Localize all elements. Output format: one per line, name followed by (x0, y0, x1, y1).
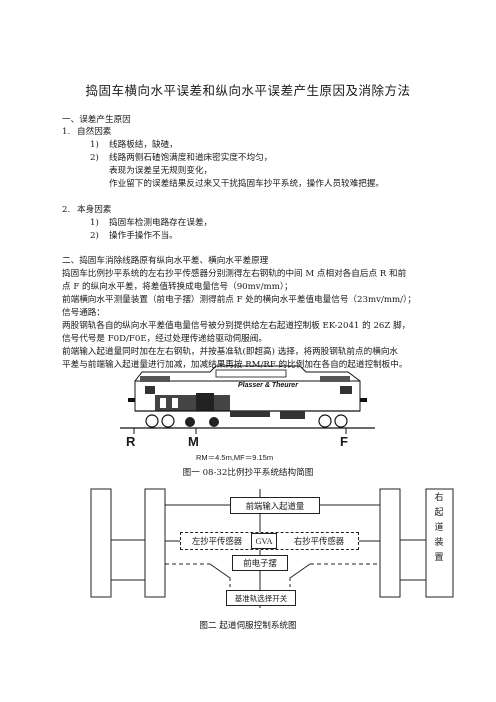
gva-box: GVA (251, 533, 277, 549)
front-input-box: 前端输入起道量 (230, 497, 320, 514)
body-line: 平差与前端输入起道量进行加减，加减结果再按 RM/RF 的比例加在各自的起道控制… (62, 360, 408, 370)
sub-item-number: 2) (90, 153, 99, 163)
document-title: 捣固车横向水平误差和纵向水平误差产生原因及消除方法 (85, 83, 411, 98)
point-label-r: R (126, 434, 136, 449)
dimension-text: RM＝4.5m,MF＝9.15m (196, 453, 274, 462)
sub-item-number: 1) (90, 140, 99, 150)
right-sensor-label: 右抄平传感器 (293, 536, 345, 546)
reference-rail-switch-box: 基准轨选择开关 (226, 590, 296, 606)
sub-item-number: 1) (90, 218, 99, 228)
point-label-m: M (188, 434, 199, 449)
body-line: 前端横向水平测量装置（前电子摆）测得前点 F 处的横向水平差值电量信号（23mv… (62, 295, 416, 305)
note-line: 作业留下的误差结果反过来又干扰捣固车抄平系统，操作人员较难把握。 (109, 179, 385, 189)
figure-2-caption: 图二 起道伺服控制系统图 (199, 621, 297, 631)
sub-item-text: 线路两侧石碴饱满度和道床密实度不均匀， (109, 153, 273, 163)
body-line: 两股钢轨各自的纵向水平差值电量信号被分别提供给左右起道控制板 EK-2041 的… (62, 321, 411, 331)
body-line: 前端输入起道量同时加在左右钢轨，并按基准轨(即超高) 选择，将两股钢轨前点的横向… (62, 347, 399, 357)
right-lifting-device-label: 右 起 道 装 置 (434, 493, 444, 563)
subheading-own: 本身因素 (77, 205, 112, 215)
section-1-heading: 一、误差产生原因 (62, 115, 131, 125)
subheading-natural: 自然因素 (77, 127, 112, 137)
sub-item-text: 捣固车检测电路存在误差， (109, 218, 213, 228)
figure-1-caption: 图一 08-32比例抄平系统结构简图 (182, 468, 314, 478)
sub-item-text: 线路板结，缺碴， (109, 140, 178, 150)
item-number: 2. (62, 205, 71, 215)
body-line: 捣固车比例抄平系统的左右抄平传感器分别测得左右钢轨的中间 M 点相对各自后点 R… (62, 269, 407, 279)
brand-text: Plasser & Theurer (238, 382, 298, 389)
body-line: 信号通路： (62, 308, 105, 318)
left-sensor-label: 左抄平传感器 (191, 536, 243, 546)
sub-item-number: 2) (90, 231, 99, 241)
item-number: 1. (62, 127, 71, 137)
point-label-f: F (340, 434, 348, 449)
body-line: 点 F 的纵向水平差，将差值转换成电量信号（90mv/mm）； (62, 282, 293, 292)
front-pendulum-box: 前电子摆 (232, 555, 288, 571)
sub-item-text: 操作手操作不当。 (109, 231, 178, 241)
section-2-heading: 二、捣固车消除线路原有纵向水平差、横向水平差原理 (62, 256, 269, 266)
body-line: 信号代号是 F0D/F0E，经过处理传递给驱动伺服阀。 (62, 334, 267, 344)
note-line: 表现为误差呈无规则变化， (109, 166, 213, 176)
